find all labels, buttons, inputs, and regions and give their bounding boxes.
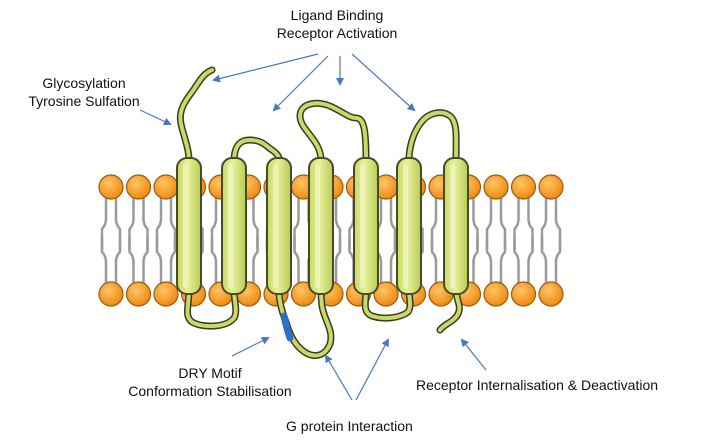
lipid-head-lower [125,281,152,307]
lipid-head-upper [153,174,179,200]
lipid-molecule [98,174,124,307]
arrow-ligand-ecl3 [351,53,416,112]
label-dry-line1: DRY Motif [178,365,242,381]
extracellular-loop-2 [296,99,370,164]
lipid-head-upper [510,174,537,200]
lipid-molecule [510,174,537,307]
lipid-head-lower [153,281,179,307]
lipid-molecule [125,174,152,307]
arrow-glyco [139,109,172,126]
arrow-internal [460,338,487,371]
arrow-dry [231,337,270,357]
helix-tm2 [221,157,247,295]
receptor-loops [176,66,463,360]
arrow-ligand-nterm [212,53,319,83]
label-glycosylation: Glycosylation Tyrosine Sulfation [14,74,154,110]
label-internal-text: Receptor Internalisation & Deactivation [416,377,659,393]
label-internalisation: Receptor Internalisation & Deactivation [416,376,658,394]
lipid-molecule [538,174,564,307]
lipid-head-lower [510,281,537,307]
label-glyco-line1: Glycosylation [42,75,126,91]
arrow-gprotein-left [324,354,353,401]
label-g-protein: G protein Interaction [286,417,413,435]
label-ligand-line1: Ligand Binding [290,7,384,23]
transmembrane-helices [176,157,469,295]
extracellular-loop-3 [405,109,460,164]
lipid-molecule [483,174,509,307]
helix-tm4 [308,157,334,295]
lipid-head-lower [373,281,399,307]
helix-tm6 [396,157,422,295]
arrow-gprotein-right [355,338,389,401]
helix-tm5 [353,157,379,295]
label-gprotein-text: G protein Interaction [286,418,413,434]
label-glyco-line2: Tyrosine Sulfation [28,93,140,109]
helix-tm3 [266,157,292,295]
annotation-arrows [139,53,487,401]
dry-motif-segment [280,312,294,342]
helix-tm7 [443,157,469,295]
label-ligand-line2: Receptor Activation [276,25,398,41]
helix-tm1 [176,157,202,295]
lipid-head-lower [538,281,564,307]
lipid-head-lower [98,281,124,307]
lipid-head-upper [98,174,124,200]
lipid-head-upper [125,174,152,200]
label-dry-motif: DRY Motif Conformation Stabilisation [112,364,308,400]
label-ligand-binding: Ligand Binding Receptor Activation [262,6,412,42]
lipid-head-lower [483,281,509,307]
lipid-head-upper [538,174,564,200]
lipid-head-upper [483,174,509,200]
arrow-ligand-ecl1 [272,55,329,112]
label-dry-line2: Conformation Stabilisation [128,383,292,399]
lipid-molecule [153,174,179,307]
